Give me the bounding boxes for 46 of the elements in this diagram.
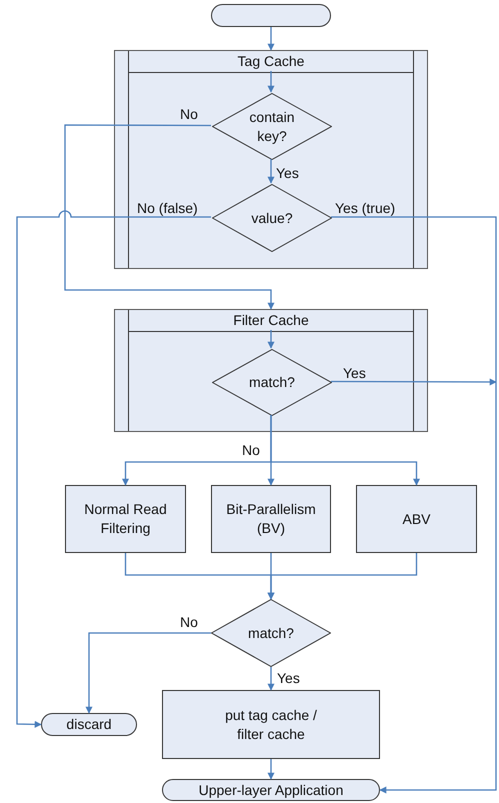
arrow <box>331 378 497 386</box>
arrow <box>331 216 497 794</box>
decision-diamond <box>212 349 332 416</box>
arrow <box>268 667 274 691</box>
terminator-capsule <box>41 713 137 736</box>
container-title: Filter Cache <box>232 312 310 328</box>
decision-diamond <box>212 184 332 252</box>
node-label: Bit-Parallelism (BV) <box>225 500 317 538</box>
decision-diamond <box>212 93 332 160</box>
node-label: ABV <box>402 510 430 528</box>
arrow <box>16 211 211 728</box>
arrow <box>270 415 420 486</box>
edge-label: Yes <box>277 670 300 686</box>
decision-diamond <box>211 599 331 667</box>
arrow <box>86 632 211 714</box>
process-box <box>65 485 186 553</box>
node-label: put tag cache / filter cache <box>224 706 318 744</box>
terminator-capsule <box>211 4 331 27</box>
arrow <box>64 124 274 310</box>
edge-label: No (false) <box>137 200 198 216</box>
subprocess-container <box>114 50 428 269</box>
arrow <box>268 553 418 600</box>
process-box <box>211 485 331 553</box>
node-label: discard <box>66 715 112 734</box>
edge-label: Yes <box>343 365 366 381</box>
edge-label: Yes <box>276 165 299 181</box>
arrow <box>268 759 274 780</box>
arrow <box>268 27 274 51</box>
edge-label: No <box>180 614 198 630</box>
arrow <box>268 159 274 184</box>
node-label: contain key? <box>248 108 296 146</box>
arrow <box>268 71 274 93</box>
node-label: Normal Read Filtering <box>83 500 168 538</box>
arrow <box>268 330 274 349</box>
edge-label: Yes (true) <box>335 200 396 216</box>
subprocess-container <box>114 309 428 432</box>
node-label: value? <box>251 208 293 228</box>
edge-label: No <box>180 106 198 122</box>
node-label: Upper-layer Application <box>198 780 344 800</box>
container-title: Tag Cache <box>236 53 306 69</box>
process-box <box>356 485 477 553</box>
process-box <box>162 690 380 759</box>
edge-label: No <box>242 442 260 458</box>
terminator-capsule <box>162 779 380 801</box>
node-label: match? <box>249 373 295 392</box>
node-label: match? <box>248 624 294 642</box>
